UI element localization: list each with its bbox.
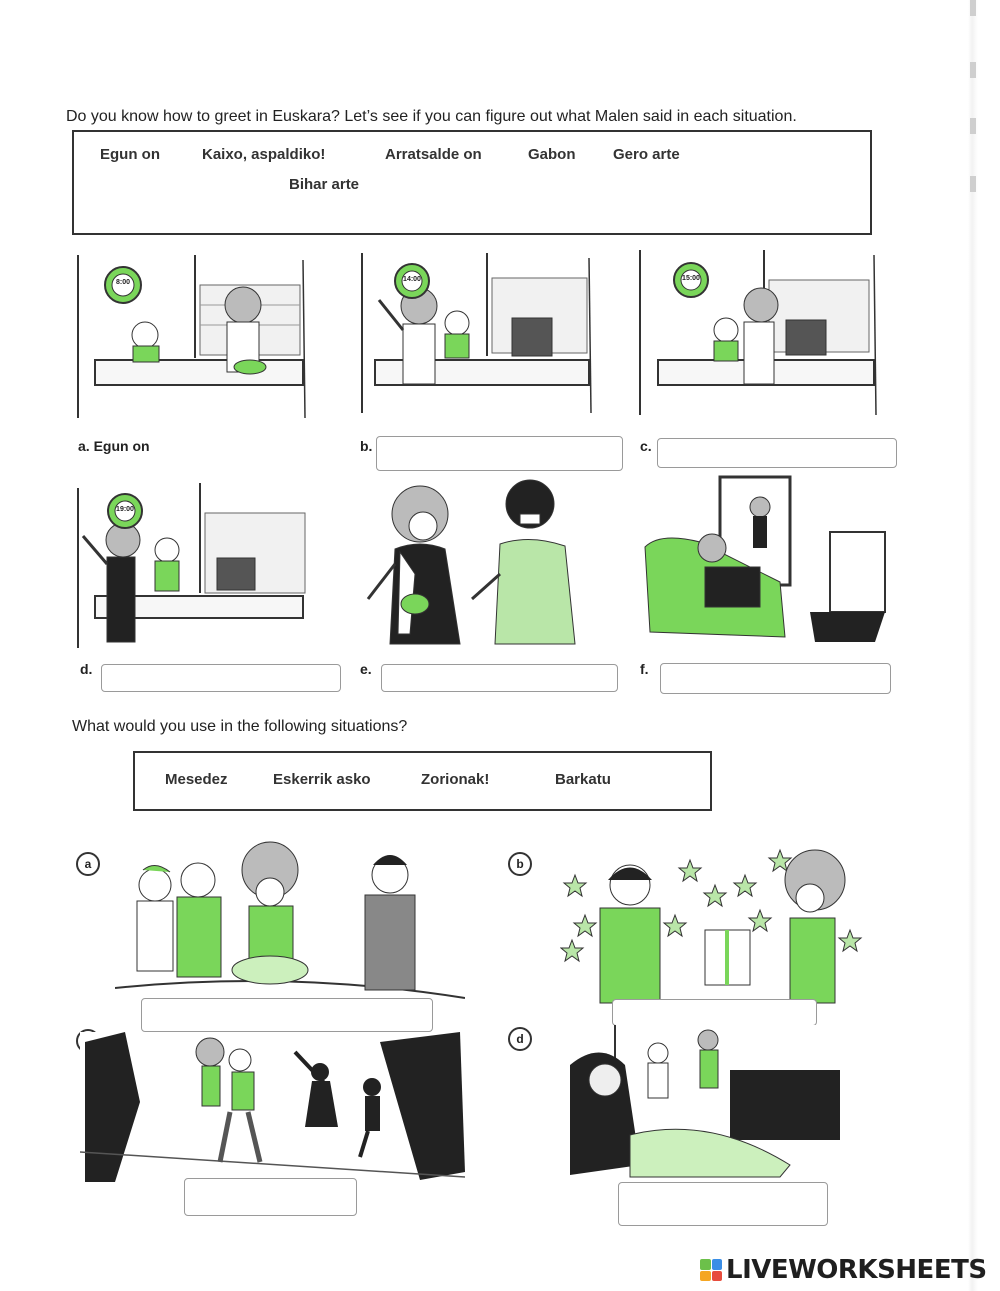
- word-bank-greetings: Egun on Kaixo, aspaldiko! Arratsalde on …: [72, 130, 872, 235]
- liveworksheets-brand: LIVEWORKSHEETS: [700, 1255, 987, 1285]
- answer-input-d[interactable]: [101, 664, 341, 692]
- example-answer: Egun on: [93, 438, 150, 454]
- illustration-e: [360, 474, 600, 650]
- illustration-b: 14:00: [357, 248, 597, 420]
- scrollbar-tick: [970, 118, 976, 134]
- brand-name: LIVEWORKSHEETS: [726, 1255, 987, 1285]
- answer-input-situation-d[interactable]: [618, 1182, 828, 1226]
- illustration-gift: [560, 840, 865, 1005]
- word-bank-item: Barkatu: [555, 771, 611, 788]
- word-bank-item: Kaixo, aspaldiko!: [202, 146, 326, 163]
- illustration-d: 19:00: [75, 478, 310, 653]
- word-bank-item: Zorionak!: [421, 771, 490, 788]
- liveworksheets-logo-icon: [700, 1259, 722, 1281]
- answer-input-e[interactable]: [381, 664, 618, 692]
- illustration-bump: [560, 1025, 865, 1180]
- item-letter: d.: [80, 661, 93, 677]
- illustration-birthday: [115, 840, 465, 1000]
- word-bank-item: Gabon: [528, 146, 576, 163]
- answer-input-c[interactable]: [657, 438, 897, 468]
- item-letter-text: a.: [78, 438, 90, 454]
- word-bank-item: Gero arte: [613, 146, 680, 163]
- clock-time: 8:00: [115, 279, 130, 286]
- scrollbar-tick: [970, 0, 976, 16]
- illustration-f: [640, 472, 890, 650]
- item-letter: e.: [360, 661, 372, 677]
- word-bank-item: Eskerrik asko: [273, 771, 371, 788]
- clock-time: 14:00: [403, 276, 421, 283]
- answer-input-f[interactable]: [660, 663, 891, 694]
- word-bank-item: Arratsalde on: [385, 146, 482, 163]
- situation-letter: d: [508, 1027, 532, 1051]
- item-letter: b.: [360, 438, 373, 454]
- answer-input-situation-c[interactable]: [184, 1178, 357, 1216]
- scrollbar-track[interactable]: [968, 0, 1000, 1291]
- instruction-greetings: Do you know how to greet in Euskara? Let…: [66, 108, 797, 125]
- scrollbar-tick: [970, 62, 976, 78]
- answer-input-situation-a[interactable]: [141, 998, 433, 1032]
- answer-input-situation-b[interactable]: [612, 999, 817, 1026]
- word-bank-item: Bihar arte: [289, 176, 360, 193]
- word-bank-item: Mesedez: [165, 771, 228, 788]
- situation-letter: b: [508, 852, 532, 876]
- answer-input-b[interactable]: [376, 436, 623, 471]
- item-letter: c.: [640, 438, 652, 454]
- clock-time: 15:00: [682, 275, 700, 282]
- item-letter: f.: [640, 661, 649, 677]
- scrollbar-tick: [970, 176, 976, 192]
- clock-time: 19:00: [116, 506, 134, 513]
- illustration-c: 15:00: [636, 245, 881, 420]
- word-bank-item: Egun on: [100, 146, 160, 163]
- situation-letter: a: [76, 852, 100, 876]
- illustration-a: 8:00: [75, 250, 310, 420]
- illustration-dance: [80, 1032, 465, 1184]
- item-letter: a. Egun on: [78, 438, 150, 454]
- instruction-situations: What would you use in the following situ…: [72, 718, 408, 735]
- word-bank-expressions: Mesedez Eskerrik asko Zorionak! Barkatu: [133, 751, 712, 811]
